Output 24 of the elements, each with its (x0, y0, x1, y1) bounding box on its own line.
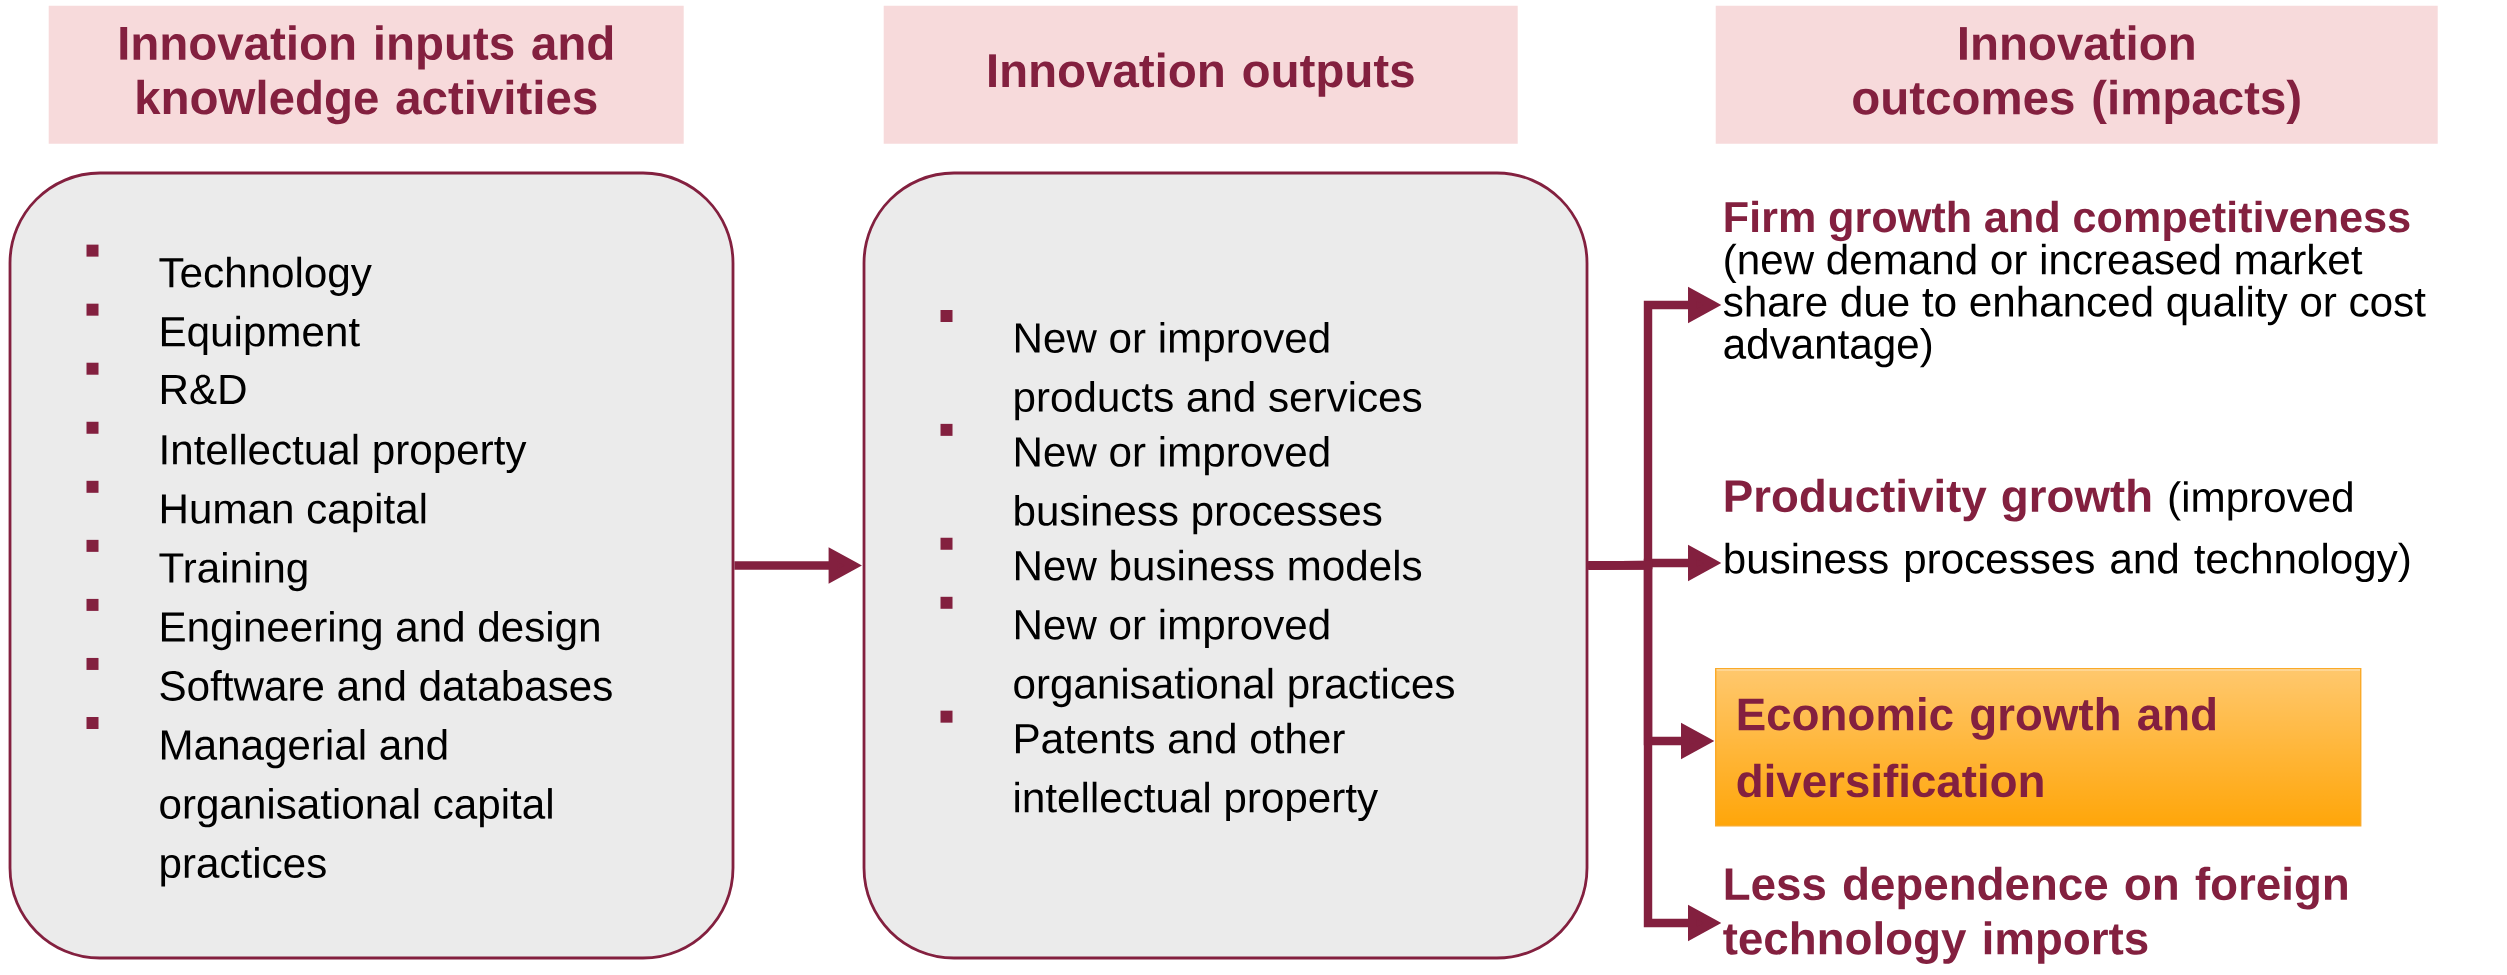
bullet-item: Patents and other intellectual property (940, 710, 1379, 822)
rounded-box (8, 171, 735, 960)
outcome-description: (new demand or increased market share due to enhanced quality or cost advantage) (1723, 243, 2426, 368)
column-header: Innovation outputs (883, 5, 1518, 144)
rounded-box (862, 171, 1589, 960)
bullet-item: New or improved business processes (940, 423, 1382, 535)
outcome-heading: Less dependence on foreign technology imports (1723, 866, 2347, 964)
bullet-item: Human capital (86, 480, 426, 533)
outcome-heading: Firm growth and competitiveness (1725, 200, 2410, 242)
column-header: Innovation inputs and knowledge activities (48, 5, 684, 144)
column-header: Innovation outcomes (impacts) (1715, 5, 2438, 144)
bullet-item: New or improved products and services (940, 310, 1422, 421)
bullet-item: Managerial and organisational capital practices (86, 717, 552, 887)
bullet-item: Training (86, 539, 307, 592)
bullet-item: New or improved organisational practices (940, 596, 1454, 708)
bullet-item: R&D (86, 362, 246, 405)
bullet-item: Equipment (86, 303, 360, 355)
bullet-item: Engineering and design (86, 598, 599, 651)
bullet-item: Technology (86, 244, 372, 296)
bullet-item: New business models (940, 537, 1422, 581)
outcome-text: Productivity growth (improved business processes and technology) (1725, 478, 2410, 583)
bullet-item: Software and databases (86, 657, 612, 701)
bullet-item: Intellectual property (86, 421, 527, 474)
highlight-box: Economic growth and diversification (1715, 668, 2362, 827)
